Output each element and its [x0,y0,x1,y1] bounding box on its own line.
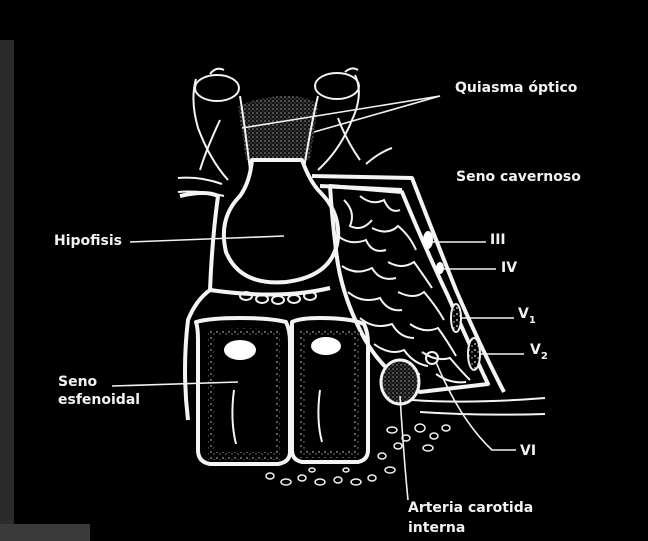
label-nerve-v2-sub: 2 [541,351,548,362]
label-nerve-iv: IV [501,260,517,276]
nerve-v2-section [468,338,480,370]
label-seno-cavernoso: Seno cavernoso [456,169,581,185]
label-seno-line1: Seno [58,374,98,390]
label-esfenoidal-line2: esfenoidal [58,392,140,408]
label-nerve-v2-main: V [530,342,541,358]
label-quiasma-optico: Quiasma óptico [455,80,578,96]
label-arteria-carotida: Arteria carotida [408,500,533,516]
nerve-iv-section [436,262,444,274]
nerve-v1-section [451,304,461,332]
label-nerve-v1-main: V [518,306,529,322]
bottom-strip [0,524,90,541]
left-backdrop [0,40,14,525]
label-interna: interna [408,520,465,536]
label-nerve-v1-sub: 1 [529,315,536,326]
label-nerve-iii: III [490,232,506,248]
nerve-iii-section [423,231,433,249]
label-hipofisis: Hipofisis [54,233,122,249]
label-nerve-vi: VI [520,443,536,459]
